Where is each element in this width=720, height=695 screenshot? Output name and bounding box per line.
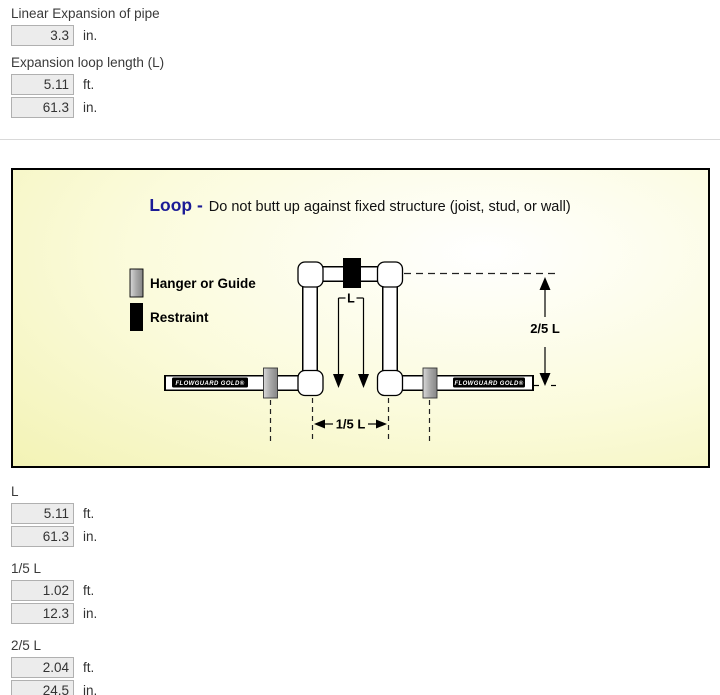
loop-diagram-svg: Loop - Do not butt up against fixed struc…: [129, 195, 571, 442]
legend-restraint-label: Restraint: [150, 310, 209, 325]
elbow-top-right: [376, 261, 404, 288]
two-fifth-label: 2/5 L: [530, 321, 560, 336]
pipe-brand-right-bg: [453, 377, 525, 388]
result-fifth-in-input[interactable]: [11, 603, 74, 624]
top-divider: [0, 139, 720, 140]
hanger-icon-right: [422, 367, 438, 399]
dashed-drop-lines: [269, 398, 431, 442]
l-dimension: [337, 297, 365, 374]
result-two-fifth-ft-unit: ft.: [83, 660, 95, 675]
result-two-fifth-ft-input[interactable]: [11, 657, 74, 678]
result-fifth-label: 1/5 L: [11, 561, 42, 576]
input-section: Linear Expansion of pipe in. Expansion l…: [0, 0, 720, 118]
pipe-brand-left-bg: [172, 377, 248, 388]
hanger-swatch-icon: [129, 268, 144, 298]
diagram-title: Loop - Do not butt up against fixed struc…: [149, 195, 570, 215]
loop-diagram: Loop - Do not butt up against fixed struc…: [11, 168, 710, 468]
l-dimension-label: L: [347, 292, 355, 306]
two-fifth-arrowhead-down: [539, 373, 551, 386]
loop-length-label: Expansion loop length (L): [11, 55, 165, 70]
result-fifth-ft-unit: ft.: [83, 583, 95, 598]
fifth-arrowhead-right: [376, 419, 387, 429]
restraint-icon: [343, 258, 361, 288]
hanger-icon-left: [263, 367, 278, 399]
result-fifth-ft-input[interactable]: [11, 580, 74, 601]
legend-hanger-label: Hanger or Guide: [150, 276, 256, 291]
linear-expansion-unit: in.: [83, 28, 98, 43]
loop-length-in-input[interactable]: [11, 97, 74, 118]
loop-length-ft-input[interactable]: [11, 74, 74, 95]
pipe-brand-right-label: FLOWGUARD GOLD®: [454, 380, 523, 387]
fifth-arrowhead-left: [314, 419, 325, 429]
loop-length-in-unit: in.: [83, 100, 98, 115]
diagram-title-rest: Do not butt up against fixed structure (…: [209, 199, 571, 215]
result-two-fifth-in-unit: in.: [83, 683, 98, 695]
elbow-bottom-left: [297, 369, 324, 397]
pipe-brand-left-label: FLOWGUARD GOLD®: [175, 380, 244, 387]
two-fifth-arrowhead-up: [539, 277, 551, 290]
elbow-bottom-right: [376, 369, 404, 397]
result-l-ft-unit: ft.: [83, 506, 95, 521]
l-arrowhead-right: [358, 374, 369, 388]
result-fifth-in-unit: in.: [83, 606, 98, 621]
linear-expansion-input[interactable]: [11, 25, 74, 46]
l-arrowhead-left: [333, 374, 344, 388]
fifth-label: 1/5 L: [336, 417, 366, 432]
result-two-fifth-label: 2/5 L: [11, 638, 42, 653]
diagram-title-loop: Loop -: [149, 195, 203, 215]
two-fifth-dimension: [534, 290, 556, 387]
result-l-ft-input[interactable]: [11, 503, 74, 524]
result-l-in-input[interactable]: [11, 526, 74, 547]
linear-expansion-label: Linear Expansion of pipe: [11, 6, 160, 21]
loop-length-ft-unit: ft.: [83, 77, 95, 92]
result-l-in-unit: in.: [83, 529, 98, 544]
result-l-label: L: [11, 484, 19, 499]
results-section: L ft. in. 1/5 L ft. in. 2/5 L ft. in.: [0, 484, 720, 695]
elbow-top-left: [297, 261, 324, 288]
result-two-fifth-in-input[interactable]: [11, 680, 74, 695]
restraint-swatch-icon: [130, 303, 143, 331]
